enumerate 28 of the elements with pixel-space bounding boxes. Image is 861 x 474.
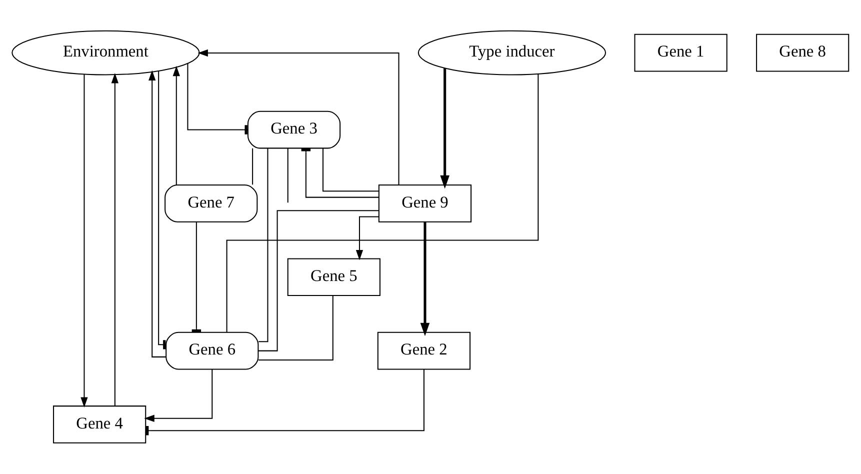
node-box: Gene 7	[164, 184, 258, 222]
arrow	[148, 70, 166, 358]
node-box: Gene 9	[378, 184, 472, 222]
connector	[258, 296, 334, 361]
arrow	[144, 369, 213, 422]
arrow	[440, 68, 450, 189]
arrow	[420, 222, 430, 336]
node-ellipse: Type inducer	[418, 30, 606, 76]
node-box: Gene 3	[247, 110, 341, 149]
connector	[287, 148, 288, 203]
connector	[258, 210, 379, 352]
arrow	[198, 49, 400, 185]
arrow	[111, 73, 118, 406]
node-box: Gene 6	[166, 332, 259, 370]
connector	[226, 74, 539, 332]
node-box: Gene 4	[53, 406, 146, 444]
connector	[187, 63, 248, 134]
arrow	[172, 66, 180, 185]
node-box: Gene 1	[634, 34, 728, 72]
node-box: Gene 2	[377, 332, 471, 370]
connector	[258, 148, 268, 342]
node-box: Gene 5	[287, 258, 380, 296]
arrow	[80, 74, 88, 408]
node-box: Gene 8	[756, 34, 850, 72]
connector	[322, 148, 379, 192]
connector	[252, 148, 254, 185]
connector	[158, 71, 166, 350]
arrow	[356, 216, 379, 260]
